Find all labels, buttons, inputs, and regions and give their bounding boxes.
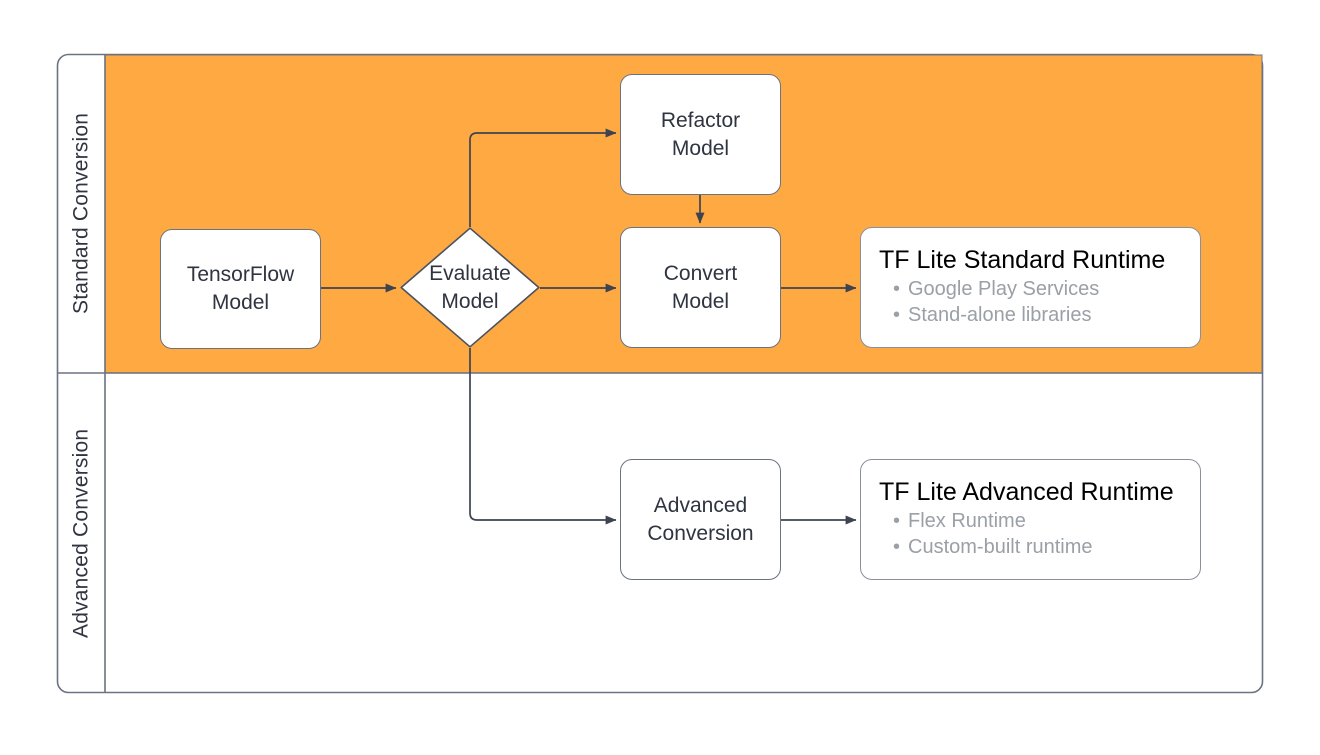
list-item: Google Play Services [893,277,1200,303]
node-tflite-standard-runtime[interactable]: TF Lite Standard Runtime Google Play Ser… [860,227,1201,348]
node-tflite-advanced-runtime[interactable]: TF Lite Advanced Runtime Flex Runtime Cu… [860,459,1201,580]
node-advanced-conversion[interactable]: Advanced Conversion [620,459,781,580]
node-refactor-model-line1: Refactor [660,108,741,132]
tflite-advanced-runtime-list: Flex Runtime Custom-built runtime [879,509,1200,560]
tflite-standard-runtime-title: TF Lite Standard Runtime [879,246,1166,275]
list-item: Custom-built runtime [893,535,1200,561]
node-refactor-model-line2: Model [671,136,730,160]
node-advanced-conversion-line2: Conversion [647,521,754,545]
node-tensorflow-model-line1: TensorFlow [186,263,295,287]
edge-evaluate-to-refactor [469,128,617,227]
lane-header-standard-conversion: Standard Conversion [69,112,93,315]
diamond-shape-icon [400,227,540,348]
node-convert-model-line2: Model [671,289,730,313]
node-evaluate-model[interactable]: Evaluate Model [400,227,540,348]
node-tensorflow-model-line2: Model [211,291,270,314]
lane-dividers [57,55,1263,692]
node-evaluate-model-line1: Evaluate [429,261,511,285]
tflite-advanced-runtime-title: TF Lite Advanced Runtime [879,478,1174,507]
list-item: Flex Runtime [893,509,1200,535]
tflite-standard-runtime-list: Google Play Services Stand-alone librari… [879,277,1200,328]
node-refactor-model[interactable]: Refactor Model [620,74,781,195]
node-convert-model-line1: Convert [663,261,738,285]
node-advanced-conversion-line1: Advanced [653,493,748,517]
node-evaluate-model-line2: Model [441,289,499,313]
edge-evaluate-to-advanced-conversion [469,348,617,525]
list-item: Stand-alone libraries [893,303,1200,329]
node-convert-model[interactable]: Convert Model [620,227,781,348]
node-tensorflow-model[interactable]: TensorFlow Model [160,229,321,349]
lane-header-advanced-conversion: Advanced Conversion [69,428,93,638]
